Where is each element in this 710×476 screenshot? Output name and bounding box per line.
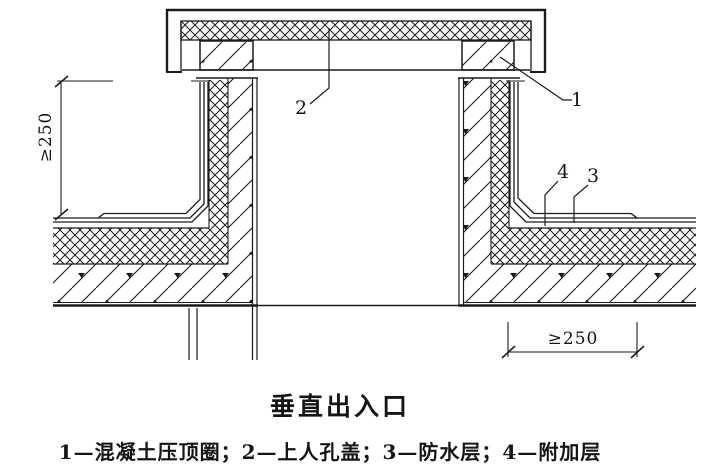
dim-left-tick-top	[54, 75, 69, 88]
leader-callout-1	[499, 56, 572, 101]
roof-slab-right	[463, 264, 696, 303]
right-wall-insulation	[491, 80, 509, 228]
coping-ring-right	[461, 40, 515, 71]
below-slab-wall-lines	[188, 308, 198, 360]
roof-insulation-right	[491, 228, 696, 264]
roof-insulation-left	[53, 228, 228, 264]
right-wall-inner-face	[458, 78, 465, 305]
leader-callout-2	[309, 28, 330, 105]
cover-insulated-slab	[180, 20, 532, 41]
drawing-legend: 1—混凝土压顶圈；2—上人孔盖；3—防水层；4—附加层	[58, 440, 602, 464]
right-wall-concrete	[463, 78, 491, 264]
coping-ring-group	[199, 40, 515, 71]
dim-right-tick-right	[630, 345, 645, 359]
dim-right-tick-left	[501, 345, 516, 359]
drawing-title: 垂直出入口	[269, 392, 410, 421]
membrane-right-inner	[509, 82, 696, 223]
callout-2-cover: 2	[295, 97, 308, 119]
left-wall-insulation	[209, 80, 228, 228]
callout-3-waterproof-layer: 3	[587, 165, 600, 187]
waterproof-membrane-group	[53, 80, 696, 223]
callout-4-additional-layer: 4	[557, 161, 570, 183]
coping-ring-left	[199, 40, 254, 71]
membrane-left-inner	[53, 82, 209, 223]
dim-left-tick-bottom	[54, 208, 69, 221]
left-wall-concrete	[228, 78, 253, 264]
dimension-right-group	[501, 322, 645, 359]
right-wall-group	[458, 77, 520, 305]
membrane-right-mid	[513, 82, 696, 219]
dim-right-extension-lines	[507, 322, 638, 357]
left-wall-group	[196, 77, 258, 360]
membrane-left-mid	[53, 82, 205, 219]
left-wall-inner-face	[251, 78, 258, 360]
cover-outer-shell	[165, 8, 547, 72]
roof-layers-group	[53, 227, 696, 360]
additional-layer-left	[97, 82, 201, 219]
leader-callout-4	[544, 180, 559, 226]
callout-1-coping: 1	[571, 89, 584, 111]
dimension-left-group	[54, 75, 113, 221]
leader-lines-group	[309, 28, 589, 226]
leader-callout-3	[573, 184, 589, 223]
dimension-wall-upstand: ≥250	[36, 111, 56, 163]
dimension-membrane-extension: ≥250	[547, 329, 599, 349]
additional-layer-right	[517, 82, 638, 219]
roof-slab-left	[53, 264, 253, 303]
